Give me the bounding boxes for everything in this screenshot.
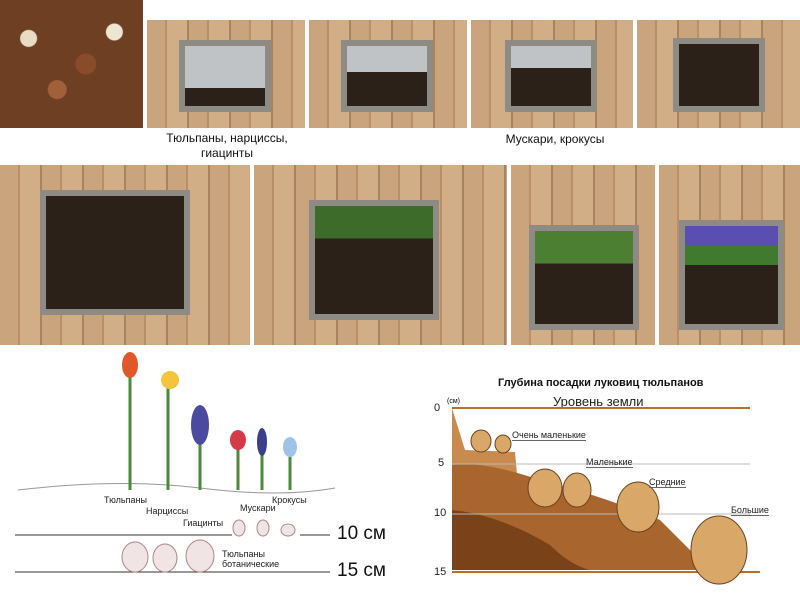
size-large: Большие (731, 505, 769, 516)
narcissus-flower-icon (161, 371, 179, 389)
planter-blooming-photo (659, 165, 800, 345)
label-botanical-tulips: Тюльпаны ботанические (222, 549, 280, 569)
tulip-flower-icon (122, 352, 138, 378)
caption-tulips-narcissus-hyacinth: Тюльпаны, нарциссы, гиацинты (166, 131, 288, 160)
tick-10: 10 (434, 507, 447, 519)
planter-step-3-photo (471, 20, 633, 128)
small-tulip-flower-icon (230, 430, 246, 450)
tick-5: 5 (438, 457, 445, 469)
depth-10cm: 10 см (337, 523, 386, 544)
planting-depth-chart (452, 407, 770, 585)
size-medium: Средние (649, 477, 686, 488)
label-muscari: Мускари (240, 503, 276, 513)
unit-label: (см) (447, 398, 460, 405)
crocus-flower-icon (283, 437, 297, 457)
depth-15cm: 15 см (337, 560, 386, 581)
hyacinth-flower-icon (191, 405, 209, 445)
label-narcissus: Нарциссы (146, 506, 189, 516)
label-hyacinth: Гиацинты (183, 518, 224, 528)
ground-level-label: Уровень земли (553, 394, 644, 409)
soil-dark (452, 510, 590, 570)
tick-0: 0 (434, 402, 441, 414)
bulbs-photo (0, 0, 143, 128)
flower-depth-illustration (15, 352, 336, 573)
flower-stems (128, 370, 292, 490)
planter-sprouts-photo (254, 165, 507, 345)
tick-15: 15 (434, 566, 447, 578)
planter-step-1-photo (147, 20, 305, 128)
muscari-flower-icon (257, 428, 267, 456)
label-tulips: Тюльпаны (104, 495, 147, 505)
planter-step-4-photo (637, 20, 800, 128)
size-small: Маленькие (586, 457, 633, 468)
depth-chart-title: Глубина посадки луковиц тюльпанов (498, 377, 704, 389)
planter-roots-photo (0, 165, 250, 345)
planter-step-2-photo (309, 20, 467, 128)
label-crocus: Крокусы (272, 495, 307, 505)
planter-growing-photo (511, 165, 655, 345)
size-very-small: Очень маленькие (512, 430, 586, 441)
caption-muscari-crocus: Мускари, крокусы (505, 132, 605, 146)
